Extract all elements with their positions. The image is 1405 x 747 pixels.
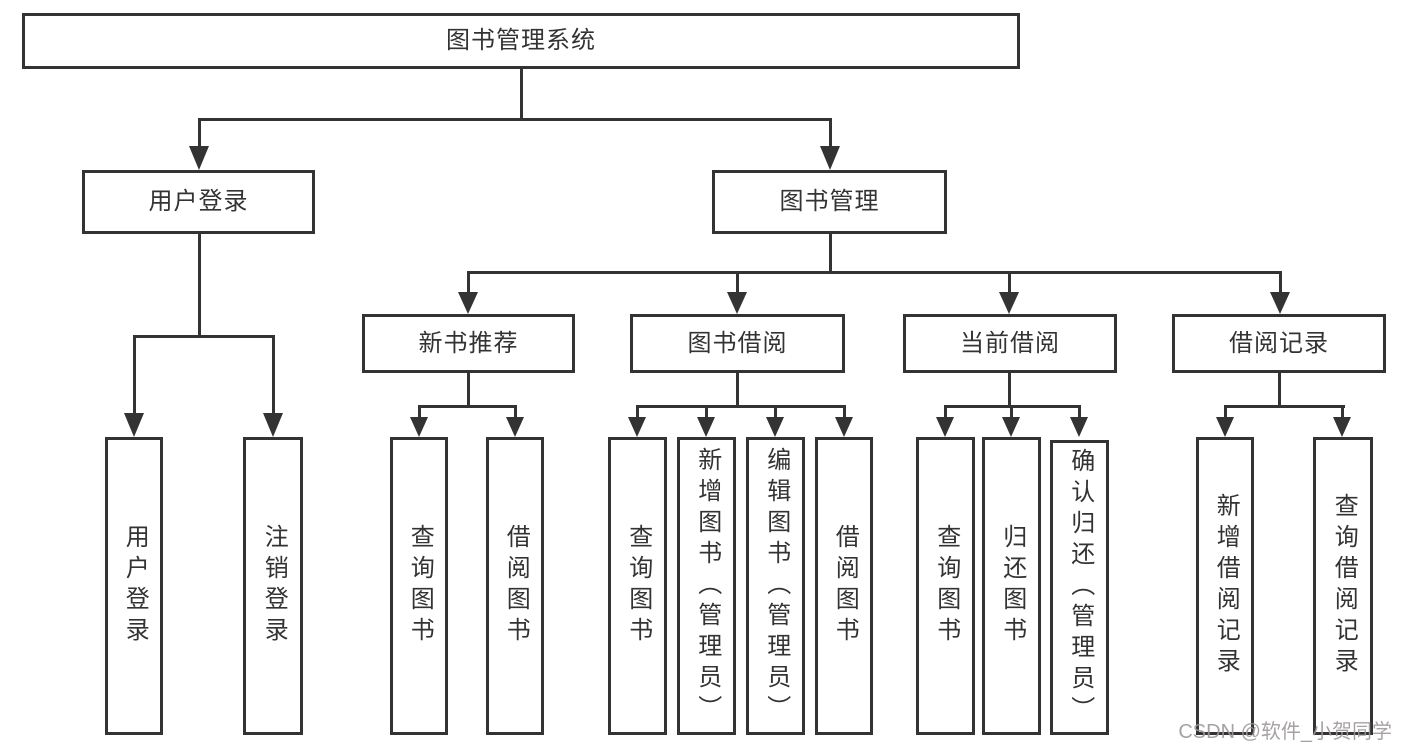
node-add-book-admin: 新增图书（管理员） [677,437,736,735]
connector-stem [198,118,201,148]
node-return-books: 归还图书 [982,437,1041,735]
arrow-down-icon [458,292,478,314]
connector-group4-rail [1224,405,1345,408]
arrow-down-icon [1333,417,1351,437]
arrow-down-icon [628,417,646,437]
arrow-down-icon [506,417,524,437]
connector-stem [467,271,470,294]
connector-stem [1341,405,1344,419]
connector-stem [736,271,739,294]
connector-group1-stub [467,373,470,405]
connector-root-stub [520,68,523,118]
arrow-down-icon [697,417,715,437]
connector-stem [272,335,275,415]
node-borrow-books: 借阅图书 [486,437,544,735]
connector-stem [1008,271,1011,294]
connector-stem [1224,405,1227,419]
arrow-down-icon [1070,417,1088,437]
node-confirm-return-admin: 确认归还（管理员） [1050,440,1109,735]
connector-user-login-stub [198,233,201,335]
node-query-books: 查询图书 [390,437,448,735]
node-current-borrowing: 当前借阅 [903,314,1117,373]
connector-stem [843,405,846,419]
connector-group3-stub [1008,373,1011,405]
connector-stem [774,405,777,419]
arrow-down-icon [820,146,840,170]
arrow-down-icon [936,417,954,437]
node-query-books: 查询图书 [608,437,667,735]
node-logout-leaf: 注销登录 [243,437,303,735]
arrow-down-icon [727,292,747,314]
node-user-login: 用户登录 [82,170,315,234]
node-root: 图书管理系统 [22,13,1020,69]
connector-stem [514,405,517,419]
connector-book-mgmt-stub [829,233,832,271]
connector-level2-rail [467,271,1282,274]
arrow-down-icon [263,413,283,437]
connector-stem [133,335,136,415]
connector-stem [944,405,947,419]
node-book-borrowing: 图书借阅 [630,314,845,373]
arrow-down-icon [835,417,853,437]
arrow-down-icon [124,413,144,437]
connector-stem [829,118,832,148]
node-edit-book-admin: 编辑图书（管理员） [746,437,805,735]
node-query-books: 查询图书 [916,437,975,735]
connector-stem [705,405,708,419]
node-borrow-records: 借阅记录 [1172,314,1386,373]
connector-group1-rail [418,405,517,408]
arrow-down-icon [189,146,209,170]
node-new-book-recommendation: 新书推荐 [362,314,575,373]
connector-group2-rail [636,405,846,408]
connector-stem [1078,405,1081,419]
connector-stem [1279,271,1282,294]
arrow-down-icon [766,417,784,437]
connector-stem [636,405,639,419]
node-user-login-leaf: 用户登录 [105,437,163,735]
arrow-down-icon [410,417,428,437]
connector-stem [1010,405,1013,419]
arrow-down-icon [1270,292,1290,314]
node-query-borrow-record: 查询借阅记录 [1313,437,1373,735]
arrow-down-icon [1216,417,1234,437]
connector-stem [418,405,421,419]
csdn-watermark: CSDN @软件_小贺同学 [1178,721,1392,743]
arrow-down-icon [999,292,1019,314]
connector-group2-stub [736,373,739,405]
node-borrow-books: 借阅图书 [815,437,873,735]
arrow-down-icon [1002,417,1020,437]
node-add-borrow-record: 新增借阅记录 [1196,437,1254,735]
connector-user-login-rail [133,335,275,338]
connector-level1-rail [198,118,832,121]
node-book-management: 图书管理 [712,170,947,234]
connector-group4-stub [1278,373,1281,405]
